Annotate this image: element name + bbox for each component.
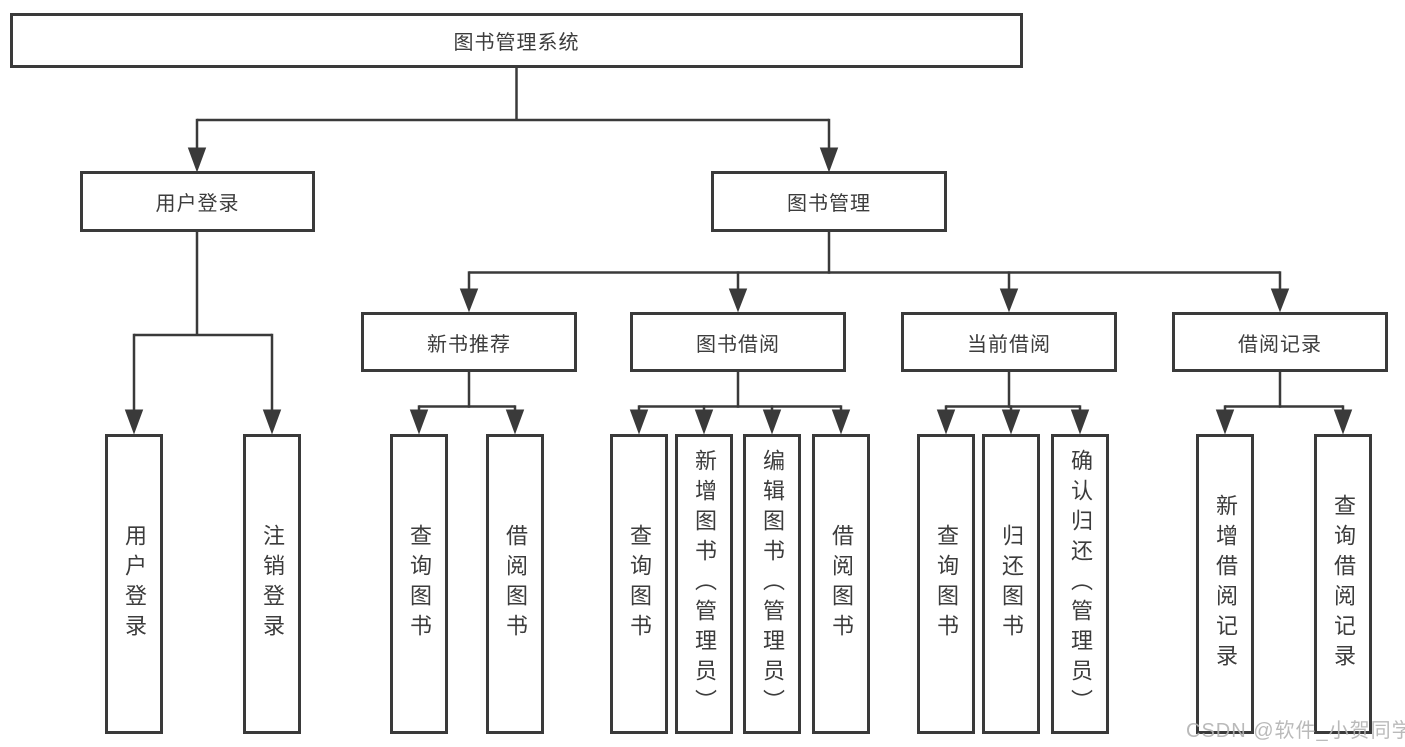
- leaf-label: 查询图书: [934, 524, 959, 644]
- node-book-borrow: 图书借阅: [630, 312, 846, 372]
- leaf-cb-confirm-return-admin: 确认归还（管理员）: [1051, 434, 1109, 734]
- leaf-label: 注销登录: [260, 524, 285, 644]
- arrowhead: [831, 409, 851, 435]
- leaf-label: 新增借阅记录: [1213, 494, 1238, 674]
- arrowhead: [1001, 409, 1021, 435]
- leaf-bb-edit-books-admin: 编辑图书（管理员）: [743, 434, 801, 734]
- arrowhead: [936, 409, 956, 435]
- arrowhead: [1333, 409, 1353, 435]
- node-new-book-recommend: 新书推荐: [361, 312, 577, 372]
- arrowhead: [762, 409, 782, 435]
- leaf-label: 新增图书（管理员）: [692, 449, 717, 719]
- leaf-label: 查询图书: [627, 524, 652, 644]
- leaf-logout: 注销登录: [243, 434, 301, 734]
- leaf-br-query-record: 查询借阅记录: [1314, 434, 1372, 734]
- arrowhead: [999, 288, 1019, 313]
- leaf-bb-add-books-admin: 新增图书（管理员）: [675, 434, 733, 734]
- leaf-user-login: 用户登录: [105, 434, 163, 734]
- leaf-label: 编辑图书（管理员）: [760, 449, 785, 719]
- leaf-label: 用户登录: [122, 524, 147, 644]
- arrowhead: [459, 288, 479, 313]
- leaf-label: 借阅图书: [829, 524, 854, 644]
- leaf-br-add-record: 新增借阅记录: [1196, 434, 1254, 734]
- leaf-nb-borrow-books: 借阅图书: [486, 434, 544, 734]
- arrowhead: [187, 147, 207, 173]
- arrowhead: [819, 147, 839, 173]
- leaf-label: 查询借阅记录: [1331, 494, 1356, 674]
- arrowhead: [728, 288, 748, 313]
- leaf-bb-query-books: 查询图书: [610, 434, 668, 734]
- arrowhead: [1215, 409, 1235, 435]
- leaf-bb-borrow-books: 借阅图书: [812, 434, 870, 734]
- leaf-nb-query-books: 查询图书: [390, 434, 448, 734]
- watermark-text: CSDN @软件_小贺同学: [1186, 720, 1405, 742]
- node-current-borrow: 当前借阅: [901, 312, 1117, 372]
- arrowhead: [1070, 409, 1090, 435]
- arrowhead: [629, 409, 649, 435]
- arrowhead: [1270, 288, 1290, 313]
- node-user-login: 用户登录: [80, 171, 315, 232]
- node-book-management: 图书管理: [711, 171, 947, 232]
- node-borrow-records: 借阅记录: [1172, 312, 1388, 372]
- arrowhead: [262, 409, 282, 435]
- leaf-label: 借阅图书: [503, 524, 528, 644]
- arrowhead: [505, 409, 525, 435]
- arrowhead: [694, 409, 714, 435]
- leaf-label: 确认归还（管理员）: [1068, 449, 1093, 719]
- node-root-library-system: 图书管理系统: [10, 13, 1023, 68]
- leaf-label: 查询图书: [407, 524, 432, 644]
- leaf-label: 归还图书: [999, 524, 1024, 644]
- arrowhead: [124, 409, 144, 435]
- leaf-cb-query-books: 查询图书: [917, 434, 975, 734]
- leaf-cb-return-books: 归还图书: [982, 434, 1040, 734]
- arrowhead: [409, 409, 429, 435]
